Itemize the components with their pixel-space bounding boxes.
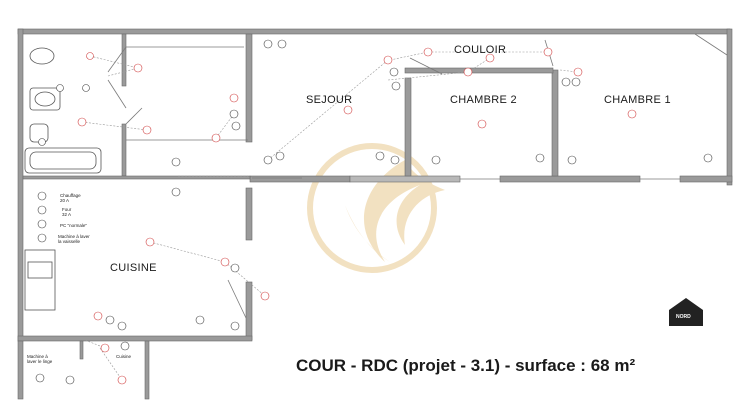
legend-linge: Machine à laver le linge	[27, 354, 53, 364]
legend-pc-normale: PC "normale"	[60, 223, 87, 228]
bidet-icon	[29, 123, 49, 143]
room-label-sejour: SEJOUR	[306, 94, 353, 106]
socket-marker	[142, 125, 152, 135]
socket-marker	[86, 52, 94, 60]
socket-marker	[343, 105, 353, 115]
room-label-chambre2: CHAMBRE 2	[450, 94, 517, 106]
compass-label: NORD	[676, 314, 691, 320]
socket-marker	[117, 375, 127, 385]
socket-marker	[383, 55, 393, 65]
room-label-cuisine: CUISINE	[110, 262, 157, 274]
socket-marker	[133, 63, 143, 73]
socket-marker	[77, 117, 87, 127]
room-label-couloir: COULOIR	[454, 44, 507, 56]
socket-marker	[627, 109, 637, 119]
socket-marker	[93, 311, 103, 321]
socket-marker	[423, 47, 433, 57]
socket-marker	[145, 237, 155, 247]
socket-marker	[100, 343, 110, 353]
legend-four: Four 32 A	[62, 207, 72, 217]
sink-icon	[29, 87, 61, 111]
switch-symbols	[35, 39, 713, 385]
socket-marker	[573, 67, 583, 77]
socket-marker	[211, 133, 221, 143]
socket-marker	[477, 119, 487, 129]
toilet-icon	[29, 47, 55, 65]
socket-marker	[463, 67, 473, 77]
room-label-chambre1: CHAMBRE 1	[604, 94, 671, 106]
socket-marker	[485, 53, 495, 63]
socket-markers	[77, 47, 637, 385]
socket-marker	[229, 93, 239, 103]
bathroom-fixtures	[24, 47, 102, 311]
bathtub-icon	[24, 147, 102, 174]
socket-marker	[543, 47, 553, 57]
socket-marker	[220, 257, 230, 267]
kitchen-counter	[24, 249, 56, 311]
legend-chauffage: Chauffage 20 A	[60, 193, 81, 203]
stove-icon	[27, 261, 53, 279]
watermark-logo	[307, 143, 445, 273]
legend-cuisine-small: Cuisine	[116, 354, 132, 359]
legend-vaisselle: Machine à laver la vaisselle	[58, 234, 90, 244]
socket-marker	[260, 291, 270, 301]
plan-title: COUR - RDC (projet - 3.1) - surface : 68…	[296, 356, 636, 375]
door-swings	[107, 33, 728, 319]
wiring	[81, 51, 579, 381]
compass-icon	[669, 298, 703, 326]
